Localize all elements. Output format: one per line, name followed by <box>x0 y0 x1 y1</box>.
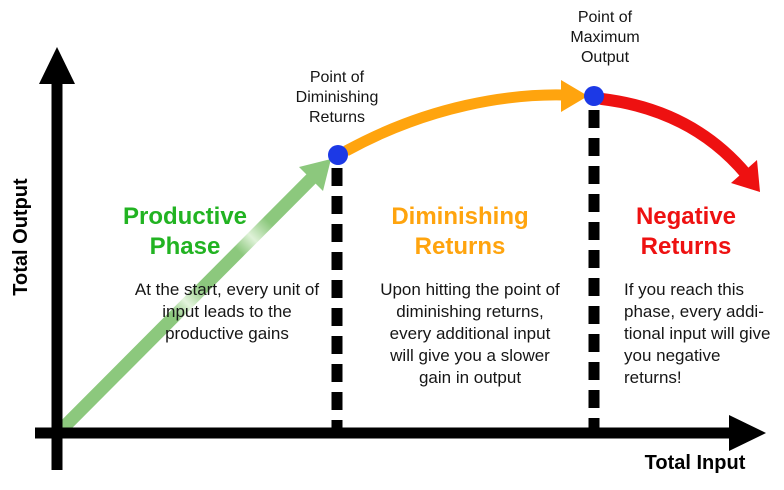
diminishing-returns-arrowhead-icon <box>561 80 588 112</box>
productive-phase-arrowhead-icon <box>299 159 331 191</box>
negative-returns-curve <box>596 93 752 180</box>
productive-phase-title: Productive Phase <box>122 203 248 260</box>
diminishing-returns-point-marker <box>328 145 348 165</box>
x-axis-label: Total Input <box>644 452 746 474</box>
maximum-output-point-marker <box>584 86 604 106</box>
productive-phase-description: At the start, every unit of input leads … <box>134 280 320 343</box>
diminishing-returns-title: Diminishing Returns <box>391 203 529 260</box>
point-of-diminishing-returns-label: Point of Diminishing Returns <box>295 69 379 126</box>
negative-returns-description: If you reach this phase, every addi- tio… <box>624 280 771 387</box>
diminishing-returns-description: Upon hitting the point of diminishing re… <box>380 280 560 387</box>
diminishing-returns-curve <box>343 89 564 156</box>
y-axis-arrowhead-icon <box>39 47 75 84</box>
negative-returns-title: Negative Returns <box>635 203 737 260</box>
point-of-maximum-output-label: Point of Maximum Output <box>570 9 640 66</box>
y-axis-label: Total Output <box>10 178 32 296</box>
x-axis-arrowhead-icon <box>729 415 766 451</box>
productive-phase-curve <box>55 172 318 436</box>
negative-returns-arrowhead-icon <box>731 160 760 192</box>
